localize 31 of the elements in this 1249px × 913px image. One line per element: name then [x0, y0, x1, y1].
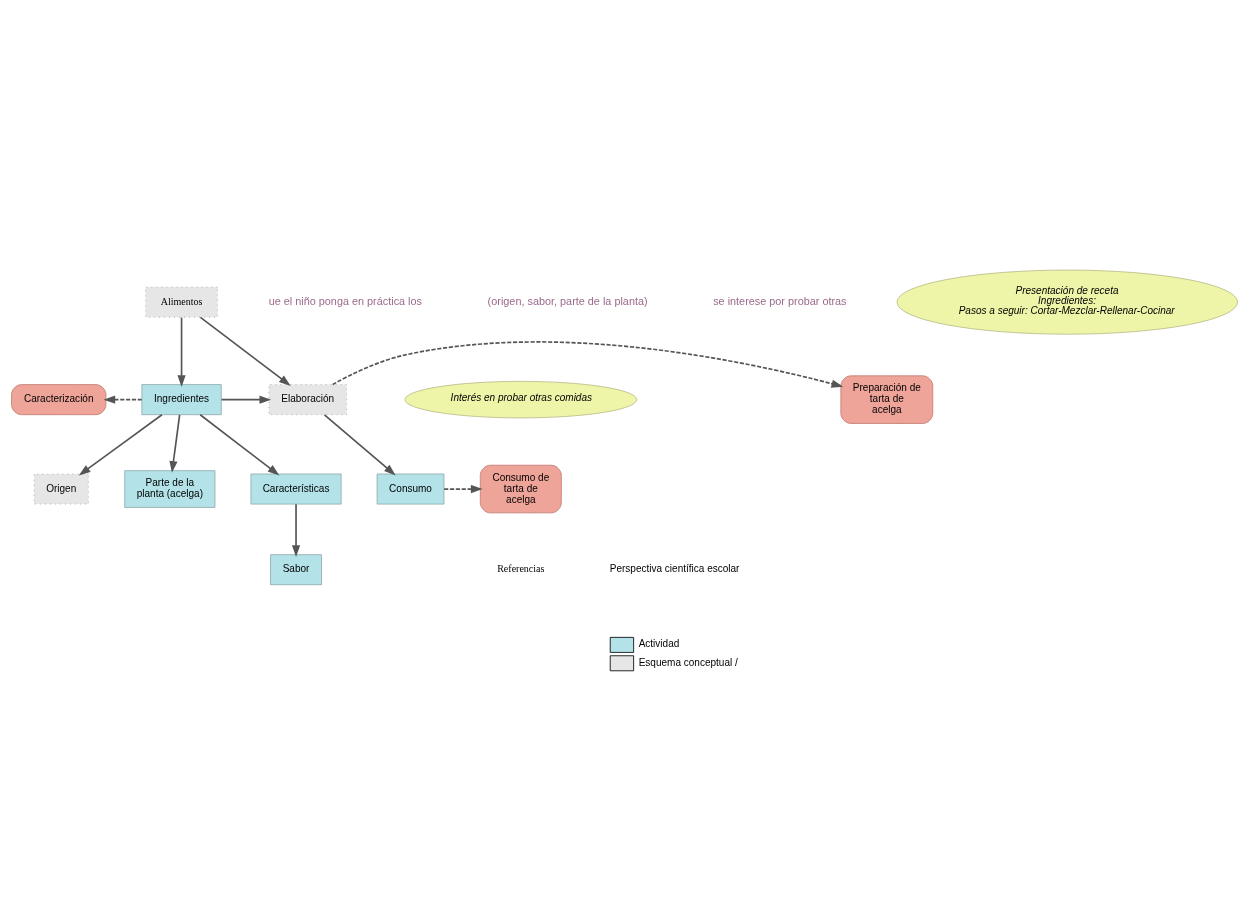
arrow: [199, 413, 280, 476]
node-box: Preparación de tarta de acelga: [840, 375, 934, 424]
arrow: [177, 316, 186, 387]
node-box: Consumo: [376, 473, 445, 505]
node-box: Sabor: [270, 554, 322, 586]
node-box: Alimentos: [145, 286, 218, 318]
node-box: Ingredientes: [141, 384, 222, 416]
node-box: Caracterización: [11, 384, 107, 416]
arrow: [331, 341, 844, 388]
label: se interese por probar otras: [713, 294, 847, 307]
arrow: [220, 395, 272, 404]
legend-label: Esquema conceptual /: [638, 656, 738, 668]
node-box: Consumo de tarta de acelga: [479, 464, 562, 514]
node-box: Parte de la planta (acelga): [124, 470, 216, 508]
arrow: [323, 413, 396, 476]
arrow: [103, 395, 143, 404]
node-ellipse: Interés en probar otras comidas: [404, 380, 638, 419]
label: ue el niño ponga en práctica los: [268, 294, 423, 307]
node-box: Características: [250, 473, 342, 505]
arrow: [443, 484, 483, 494]
arrow: [199, 316, 291, 386]
node-box: Elaboración: [268, 384, 347, 416]
legend-label: Actividad: [638, 638, 680, 650]
arrow: [169, 414, 181, 473]
arrow: [78, 413, 163, 476]
label: Perspectiva científica escolar: [609, 563, 740, 575]
label: (origen, sabor, parte de la planta): [487, 294, 648, 307]
label: Referencias: [497, 563, 545, 575]
node-ellipse: Presentación de receta Ingredientes: Pasos a seguir: Cortar-Mezclar-Rellenar-Cocinar: [896, 269, 1239, 335]
arrow: [291, 503, 301, 557]
node-box: Origen: [33, 473, 89, 505]
